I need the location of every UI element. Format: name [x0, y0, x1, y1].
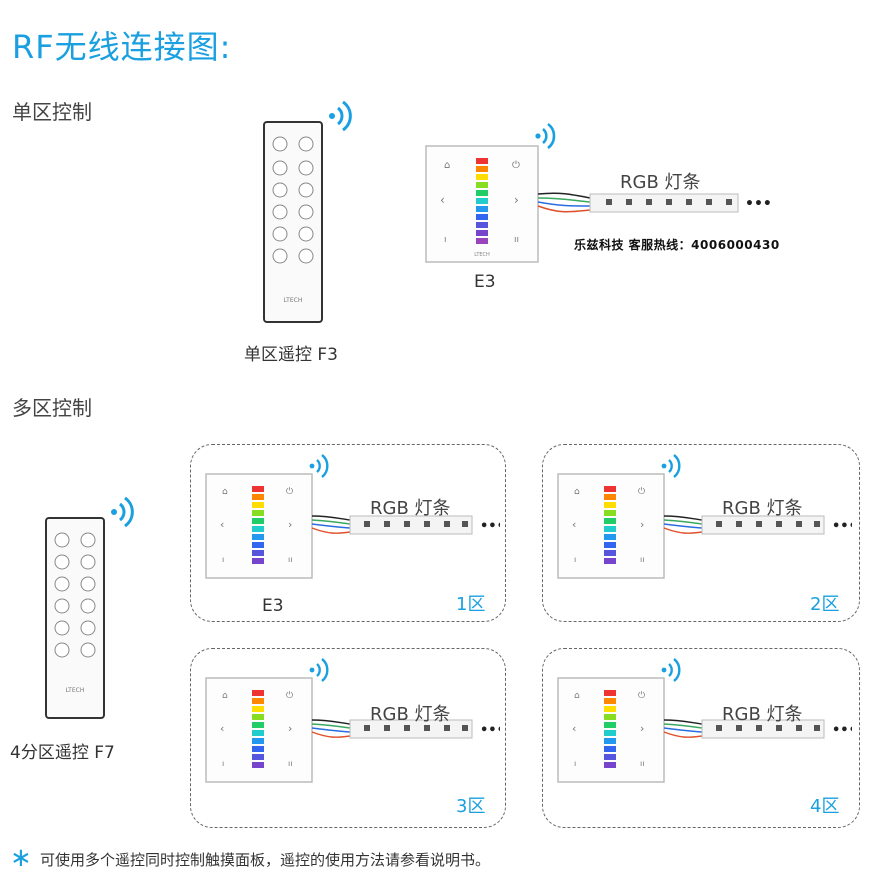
rgb-strip	[589, 193, 739, 213]
arrow-left-icon: ‹	[440, 193, 445, 207]
panel-e3-single-diagram: ⌂ ⏻ ‹ › ı ıı LTECH •••	[425, 122, 770, 263]
svg-text:ı: ı	[444, 235, 447, 245]
zone-3-strip-label: RGB 灯条	[370, 704, 451, 725]
zone-1-panel-caption: E3	[262, 596, 284, 616]
page-title: RF无线连接图:	[12, 28, 232, 66]
remote-brand: LTECH	[66, 687, 85, 694]
zone-1-label: 1区	[456, 594, 486, 615]
zone-2-panel-diagram	[556, 454, 852, 580]
zone-4-box	[542, 648, 860, 828]
footnote-text: 可使用多个遥控同时控制触摸面板，遥控的使用方法请参看说明书。	[40, 851, 491, 869]
zone-4-strip-label: RGB 灯条	[722, 704, 803, 725]
remote-f3-diagram: LTECH	[263, 100, 352, 323]
wifi-signal-icon	[329, 100, 352, 132]
zone-2-label: 2区	[810, 594, 840, 615]
zone-3-box	[190, 648, 506, 828]
remote-f7-caption: 4分区遥控 F7	[10, 743, 115, 763]
remote-f3-caption: 单区遥控 F3	[244, 345, 338, 365]
wires	[537, 192, 591, 213]
svg-text:ıı: ıı	[514, 235, 519, 245]
multi-zone-heading: 多区控制	[12, 396, 92, 420]
zone-2-box	[542, 444, 860, 622]
bell-icon: ⌂	[444, 160, 450, 171]
remote-f7-buttons	[54, 532, 96, 658]
panel-e3-caption: E3	[474, 272, 496, 292]
zone-4-panel-diagram	[556, 658, 852, 784]
asterisk-icon: ∗	[10, 843, 32, 873]
zone-2-strip-label: RGB 灯条	[722, 498, 803, 519]
arrow-right-icon: ›	[514, 193, 519, 207]
remote-f7-diagram: LTECH	[45, 496, 134, 719]
strip-label: RGB 灯条	[620, 172, 701, 193]
zone-3-panel-diagram	[204, 658, 500, 784]
single-zone-heading: 单区控制	[12, 100, 92, 124]
wifi-signal-icon	[535, 122, 556, 150]
strip-leds	[606, 199, 732, 205]
hotline-text: 乐兹科技 客服热线：4006000430	[574, 238, 780, 252]
remote-brand: LTECH	[284, 297, 303, 304]
rainbow-slider	[476, 158, 488, 244]
ellipsis-icon: •••	[745, 196, 770, 212]
zone-1-box	[190, 444, 506, 622]
zone-3-label: 3区	[456, 796, 486, 817]
panel-brand: LTECH	[474, 252, 490, 258]
power-icon: ⏻	[512, 160, 520, 171]
zone-1-panel-diagram	[204, 454, 500, 580]
zone-4-label: 4区	[810, 796, 840, 817]
wifi-signal-icon	[111, 496, 134, 528]
remote-f3-buttons	[272, 136, 314, 264]
zone-1-strip-label: RGB 灯条	[370, 498, 451, 519]
